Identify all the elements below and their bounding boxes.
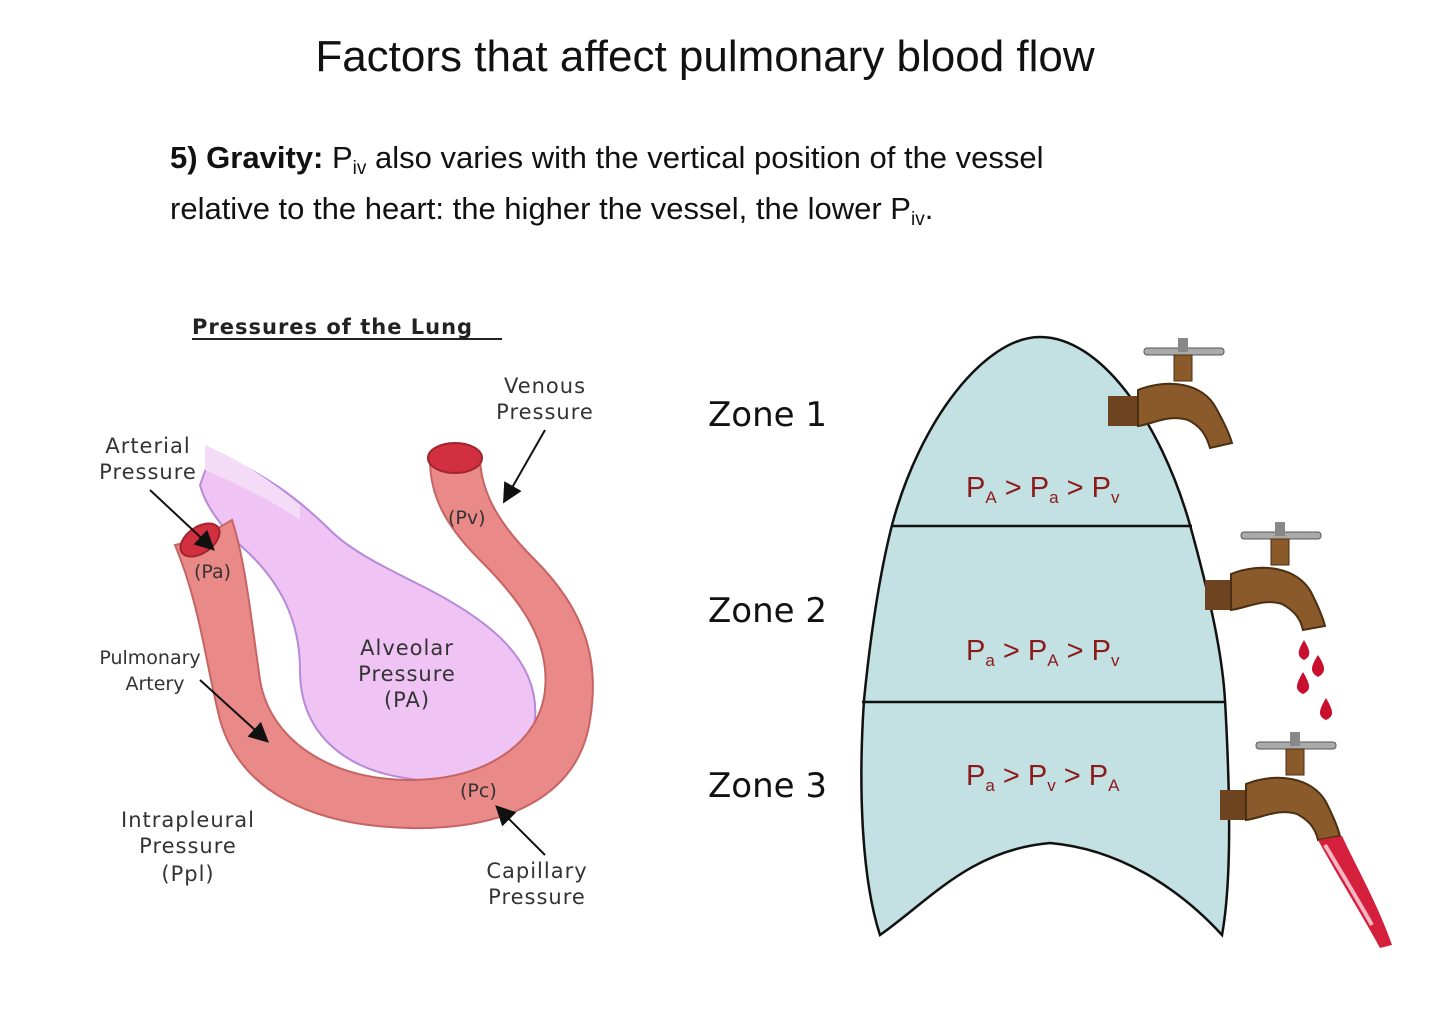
airway-shape: [205, 445, 300, 520]
blood-drops-icon: [1296, 640, 1333, 720]
venous-label: Pressure: [496, 400, 594, 424]
venous-label: Venous: [504, 374, 586, 398]
subscript-iv: iv: [910, 209, 925, 230]
faucet-icon: [1205, 522, 1327, 632]
subscript-iv: iv: [352, 158, 367, 179]
diagram-title: Pressures of the Lung: [192, 315, 473, 339]
pa-label: (Pa): [194, 561, 231, 583]
capillary-label: Capillary: [486, 859, 587, 883]
blood-stream-highlight: [1323, 843, 1374, 926]
gravity-text-a: P: [323, 140, 353, 175]
venous-arrow: [503, 429, 546, 504]
pulmonary-artery-label: Artery: [125, 673, 184, 695]
faucet-icon: [1108, 338, 1234, 450]
zone-1-label: Zone 1: [708, 395, 827, 435]
zone-2-label: Zone 2: [708, 591, 827, 631]
pressures-of-lung-diagram: Pressures of the Lung Venous Pressure Ar…: [99, 315, 594, 909]
zone-1-equation: PA > Pa > Pv: [966, 472, 1120, 507]
gravity-heading: 5) Gravity:: [170, 140, 324, 175]
intrapleural-label: Intrapleural: [121, 808, 255, 832]
intrapleural-label: (Ppl): [161, 862, 214, 886]
alveolar-label: (PA): [384, 688, 430, 712]
arterial-label: Arterial: [105, 434, 190, 458]
slide-title: Factors that affect pulmonary blood flow: [315, 32, 1095, 81]
gravity-text-end: .: [924, 191, 934, 226]
gravity-paragraph: 5) Gravity: Piv also varies with the ver…: [170, 138, 1130, 240]
alveolar-label: Alveolar: [360, 636, 454, 660]
zone-3-label: Zone 3: [708, 766, 827, 806]
alveolar-label: Pressure: [358, 662, 456, 686]
arterial-label: Pressure: [99, 460, 197, 484]
gravity-text-b: also varies with the vertical position o…: [170, 140, 1044, 226]
pulmonary-vessel: [173, 459, 594, 830]
pulmonary-artery-arrow: [199, 679, 269, 743]
zone-3-equation: Pa > Pv > PA: [966, 760, 1120, 795]
faucet-icon: [1220, 732, 1342, 842]
lung-outline: [860, 335, 1231, 938]
intrapleural-label: Pressure: [139, 834, 237, 858]
lung-zones-diagram: Zone 1 Zone 2 Zone 3 PA > Pa > Pv Pa > P…: [708, 335, 1392, 948]
pv-label: (Pv): [448, 507, 486, 529]
zone-2-equation: Pa > PA > Pv: [966, 635, 1120, 670]
pc-label: (Pc): [460, 780, 497, 802]
vein-opening: [427, 442, 483, 474]
capillary-arrow: [495, 805, 546, 856]
pulmonary-artery-label: Pulmonary: [99, 647, 200, 669]
arterial-arrow: [149, 489, 215, 551]
capillary-label: Pressure: [488, 885, 586, 909]
